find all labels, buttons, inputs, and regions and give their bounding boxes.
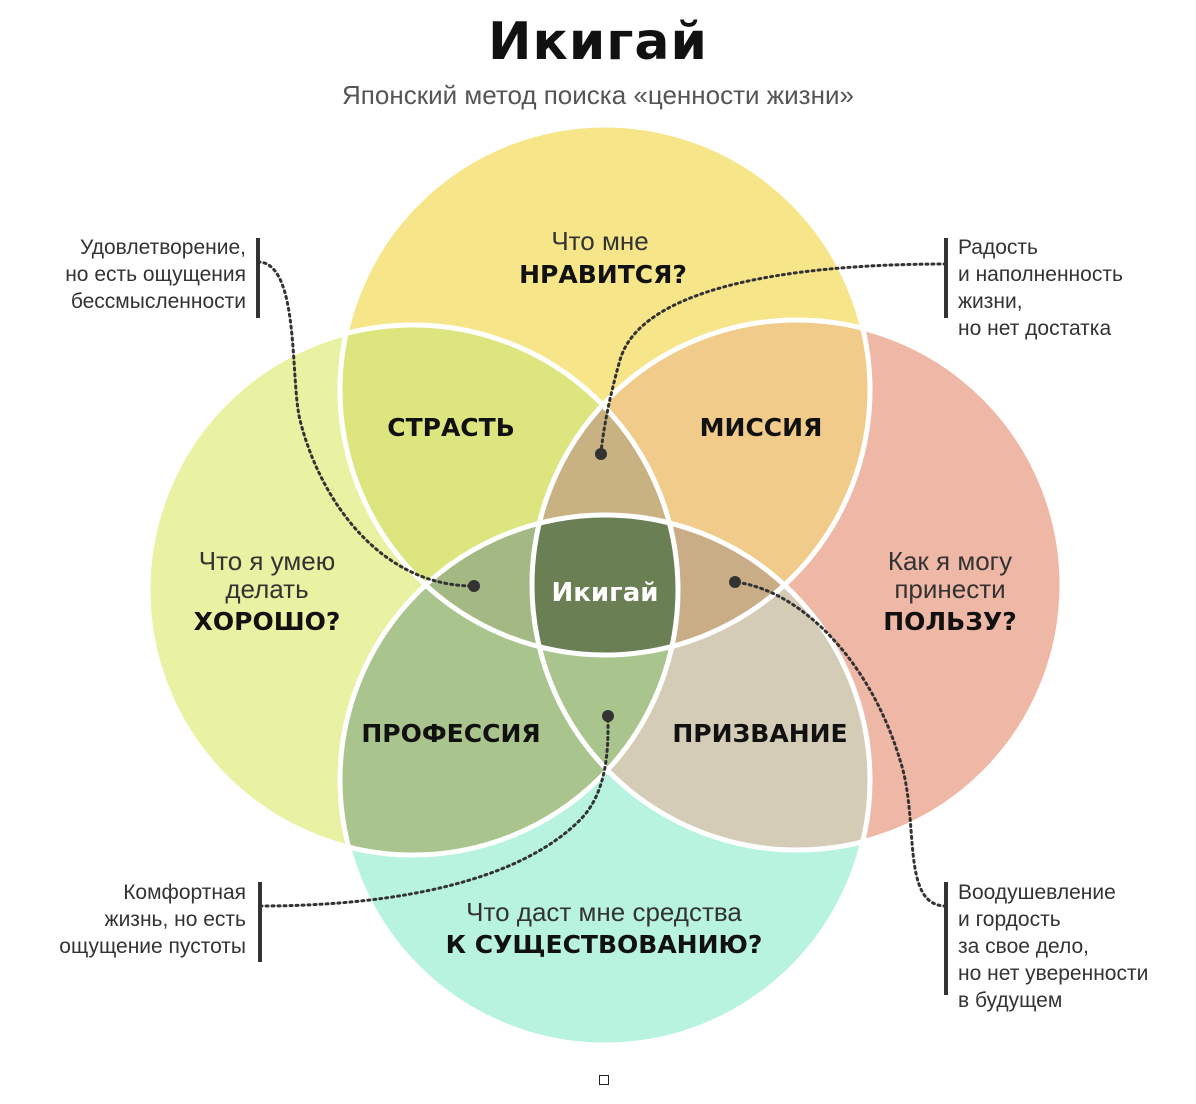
- annotation-top-right-1: Радость: [958, 236, 1038, 259]
- outline-love: [337, 122, 873, 658]
- paid-line1: Что даст мне средства: [466, 897, 742, 927]
- need-line3: ПОЛЬЗУ?: [883, 607, 1017, 636]
- dot-top-right: [595, 448, 607, 460]
- connector-bottom-right: [733, 580, 948, 908]
- outline-need: [529, 317, 1065, 853]
- love-line1: Что мне: [551, 226, 648, 256]
- annotation-top-left-2: но есть ощущения: [65, 263, 246, 286]
- zone-label-vocation: ПРИЗВАНИЕ: [672, 719, 847, 748]
- good-line3: ХОРОШО?: [194, 607, 341, 636]
- zone-label-ikigai: Икигай: [552, 578, 659, 608]
- dot-bottom-right: [729, 576, 741, 588]
- connector-top-left: [256, 260, 474, 588]
- connector-bottom-left: [258, 714, 610, 908]
- love-line2: НРАВИТСЯ?: [519, 260, 687, 289]
- annotation-bottom-right-1: Воодушевление: [958, 881, 1116, 904]
- zone-label-profession: ПРОФЕССИЯ: [361, 719, 540, 748]
- annotation-bottom-right-3: за свое дело,: [958, 935, 1089, 958]
- page-subtitle: Японский метод поиска «ценности жизни»: [342, 80, 854, 110]
- zone-label-passion: СТРАСТЬ: [387, 413, 515, 442]
- annotation-bottom-right-4: но нет уверенности: [958, 962, 1148, 985]
- annotation-top-right-4: но нет достатка: [958, 317, 1111, 340]
- dot-bottom-left: [602, 710, 614, 722]
- annotation-top-right-3: жизни,: [958, 290, 1023, 313]
- dot-top-left: [468, 580, 480, 592]
- annotation-bottom-right-2: и гордость: [958, 908, 1061, 931]
- good-line1: Что я умею: [199, 546, 335, 576]
- paid-line2: К СУЩЕСТВОВАНИЮ?: [446, 930, 763, 959]
- annotation-top-left-3: бессмысленности: [71, 290, 246, 313]
- annotation-bottom-right-5: в будущем: [958, 989, 1062, 1012]
- annotation-bottom-left-1: Комфортная: [123, 881, 246, 904]
- zone-label-mission: МИССИЯ: [700, 413, 823, 442]
- annotation-top-left-1: Удовлетворение,: [80, 236, 246, 259]
- zone-ikigai: [532, 515, 678, 655]
- need-line1: Как я могу: [888, 546, 1012, 576]
- page-indicator: [599, 1075, 609, 1085]
- annotation-bottom-left-3: ощущение пустоты: [59, 935, 246, 958]
- need-line2: принести: [894, 574, 1005, 604]
- outline-paid: [337, 512, 873, 1048]
- connector-top-right: [599, 262, 948, 455]
- outline-good: [145, 322, 681, 858]
- good-line2: делать: [225, 574, 308, 604]
- annotation-bottom-left-2: жизнь, но есть: [105, 908, 247, 931]
- page-title: Икигай: [488, 12, 708, 72]
- annotation-top-right-2: и наполненность: [958, 263, 1123, 286]
